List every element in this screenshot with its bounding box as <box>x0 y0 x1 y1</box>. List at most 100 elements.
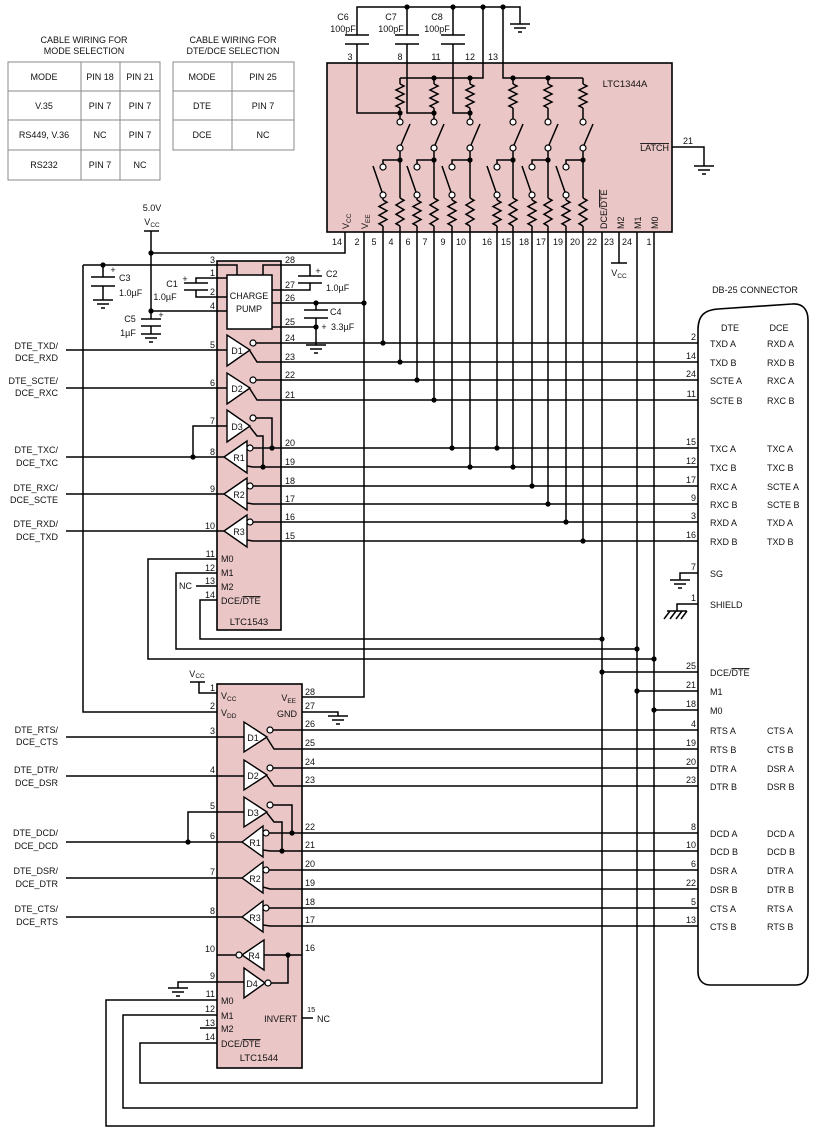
pin-number: 27 <box>285 280 295 290</box>
signal-label: DTE_RXD/DCE_TXD <box>13 519 58 542</box>
switch-channel <box>521 78 559 227</box>
pin-number: 15 <box>686 437 696 447</box>
switch-contact <box>509 118 517 126</box>
table-title: CABLE WIRING FOR <box>189 35 277 45</box>
pin-number: 10 <box>686 840 696 850</box>
dte-signal-name: RTS B <box>710 745 736 755</box>
table-cell: RS232 <box>30 160 58 170</box>
table-title: MODE SELECTION <box>44 46 125 56</box>
pin-number: 17 <box>536 237 546 247</box>
wire <box>679 572 698 580</box>
junction-dot <box>361 300 367 306</box>
table-cell: NC <box>134 160 147 170</box>
pin-number: 20 <box>686 757 696 767</box>
dce-dte-pin-label: DCE/DTE <box>221 596 261 606</box>
capacitor-icon <box>91 276 115 287</box>
dce-dte-pin-label-prefix: DCE/ <box>221 596 243 606</box>
dce-signal-name: TXD A <box>767 518 793 528</box>
chassis-ground-icon <box>663 610 688 620</box>
polarity-mark: + <box>158 310 163 320</box>
switch-channel <box>486 78 524 227</box>
vcc-label-subscript: CC <box>150 222 160 229</box>
table-cell: PIN 7 <box>89 101 112 111</box>
pin-number: 23 <box>305 775 315 785</box>
vcc-pin-label: VCC <box>221 691 237 703</box>
pin-number: 6 <box>691 859 696 869</box>
wire <box>400 7 484 79</box>
junction-dot <box>269 445 275 451</box>
resistor-zigzag <box>491 199 503 227</box>
control-label-prefix: DCE/ <box>710 668 732 678</box>
receiver-label: R3 <box>233 527 245 537</box>
pin-number: 22 <box>305 822 315 832</box>
signal-dte-name: DTE_TXC/ <box>14 445 58 455</box>
pin-number: 16 <box>285 512 295 522</box>
dce-dte-wire <box>199 599 602 640</box>
pin-number: 28 <box>285 255 295 265</box>
table-cell: DCE <box>192 130 211 140</box>
receiver-label: R2 <box>233 490 245 500</box>
switch-contact <box>562 191 570 199</box>
pin-number: 10 <box>205 944 215 954</box>
driver-2: D2 <box>66 371 698 406</box>
latch-pin-label: LATCH <box>640 143 669 153</box>
switch-blade <box>406 165 417 193</box>
pin-number: 3 <box>210 726 215 736</box>
signal-dte-name: DTE_RTS/ <box>15 725 59 735</box>
pin-number: 14 <box>205 1032 215 1042</box>
pin-number: 6 <box>405 237 410 247</box>
dte-signal-name: DCD A <box>710 829 738 839</box>
pin-number: 22 <box>686 878 696 888</box>
driver-triangle-icon <box>243 720 269 754</box>
pin-number: 25 <box>686 661 696 671</box>
capacitor-ref: C4 <box>330 307 342 317</box>
dte-signal-name: TXD A <box>710 339 736 349</box>
table-border <box>172 61 295 151</box>
pin-number: 14 <box>686 351 696 361</box>
pin-number: 9 <box>440 237 445 247</box>
connector-title: DB-25 CONNECTOR <box>712 285 798 295</box>
m2-pin-label: M2 <box>221 582 234 592</box>
driver-triangle-icon <box>226 408 252 444</box>
junction-dot <box>397 157 403 163</box>
pin-number: 24 <box>285 333 295 343</box>
junction-dot <box>397 110 403 116</box>
signal-label: DTE_TXD/DCE_RXD <box>14 341 58 363</box>
switch-contact <box>579 144 587 152</box>
table-header-cell: PIN 21 <box>126 72 154 82</box>
m0-wire <box>105 232 655 1127</box>
pin-number: 26 <box>305 719 315 729</box>
signal-dce-name: DCE_CTS <box>16 737 58 747</box>
driver-triangle-icon <box>226 371 252 406</box>
pin-number: 9 <box>691 493 696 503</box>
pin-number: 9 <box>210 971 215 981</box>
resistor-zigzag <box>411 199 423 227</box>
vcc-label: VCC <box>611 268 627 280</box>
vcc-pin-label-main: V <box>341 223 351 229</box>
switch-contact <box>466 118 474 126</box>
pin-number: 13 <box>686 915 696 925</box>
switch-channel <box>441 78 481 227</box>
capacitor-value: 1.0µF <box>119 288 143 298</box>
capacitor-icon <box>184 282 208 291</box>
signal-dce-name: DCE_RXD <box>15 353 59 363</box>
pin-number: 2 <box>210 701 215 711</box>
dce-signal-name: DCD A <box>767 829 795 839</box>
switch-contact <box>379 191 387 199</box>
chip-name: LTC1543 <box>230 617 268 628</box>
signal-label: DTE_DTR/DCE_DSR <box>14 765 59 788</box>
pin-number: 1 <box>646 237 651 247</box>
junction-dot <box>289 830 295 836</box>
resistor-zigzag <box>428 197 440 227</box>
receiver-input-wire <box>262 924 698 927</box>
pin-number: 1 <box>691 593 696 603</box>
wire <box>406 44 434 114</box>
capacitor-ref: C2 <box>326 269 338 279</box>
signal-dte-name: DTE_TXD/ <box>14 341 58 351</box>
dte-signal-name: CTS A <box>710 904 736 914</box>
driver-output-wire <box>249 388 698 401</box>
resistor-icon <box>428 83 440 109</box>
receiver-input-wire <box>262 886 698 890</box>
receiver-triangle-icon <box>222 476 248 512</box>
inversion-bubble <box>246 444 254 452</box>
